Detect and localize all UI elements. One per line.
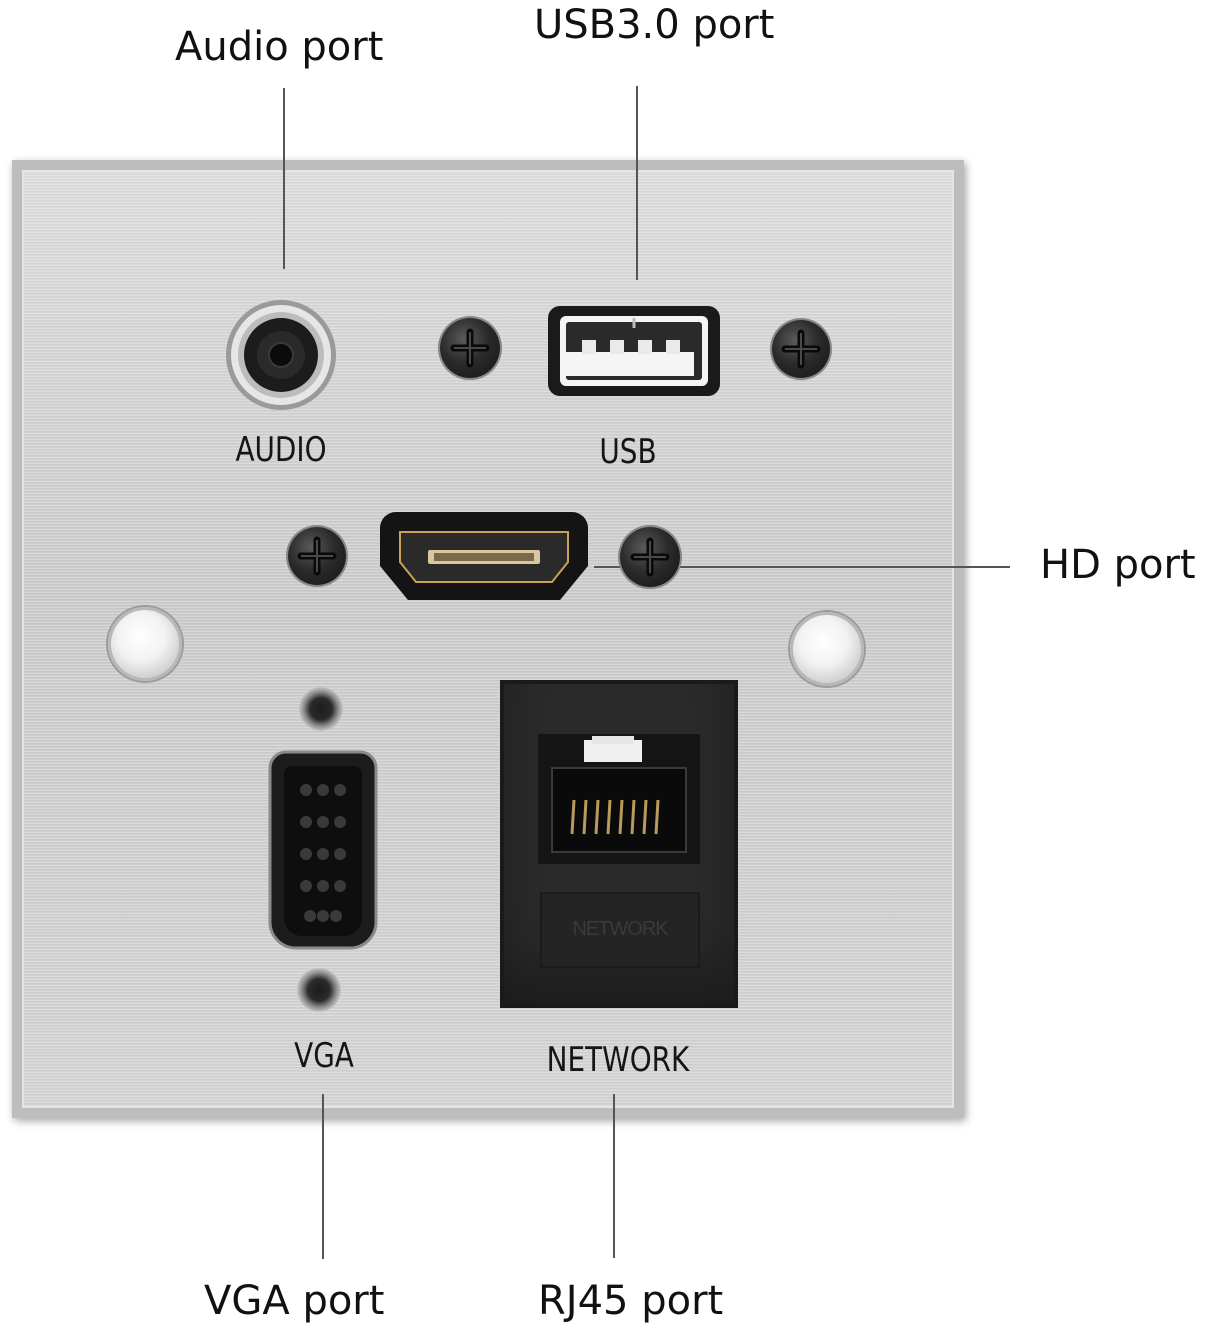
audio-jack xyxy=(226,300,336,410)
rj45-embossed-text: NETWORK xyxy=(572,918,668,940)
hd-leader-line xyxy=(594,566,1010,568)
vga-port-callout: VGA port xyxy=(204,1278,385,1324)
usb-leader-line xyxy=(636,86,638,280)
audio-leader-line xyxy=(283,88,285,269)
mounting-hole xyxy=(790,612,864,686)
screw-icon xyxy=(288,527,346,585)
screw-icon xyxy=(772,320,830,378)
vga-thumbscrew-hole xyxy=(299,687,343,731)
audio-port-callout: Audio port xyxy=(175,24,384,70)
usb-port xyxy=(548,306,720,396)
vga-label: VGA xyxy=(294,1036,354,1076)
screw-icon xyxy=(620,527,680,587)
network-label: NETWORK xyxy=(546,1040,690,1080)
usb-label: USB xyxy=(599,432,657,472)
audio-label: AUDIO xyxy=(235,430,327,470)
rj45-port-callout: RJ45 port xyxy=(538,1278,724,1324)
hd-port-callout: HD port xyxy=(1040,542,1196,588)
vga-port xyxy=(268,750,378,950)
vga-leader-line xyxy=(322,1094,324,1259)
screw-icon xyxy=(440,318,500,378)
rj45-jack xyxy=(538,734,700,864)
hdmi-port xyxy=(380,512,588,600)
usb-port-callout: USB3.0 port xyxy=(534,2,775,48)
rj45-embossed-label: NETWORK xyxy=(540,892,700,968)
rj45-leader-line xyxy=(613,1094,615,1258)
mounting-hole xyxy=(108,607,182,681)
vga-thumbscrew-hole xyxy=(297,968,341,1012)
rj45-keystone-module: NETWORK xyxy=(500,680,738,1008)
